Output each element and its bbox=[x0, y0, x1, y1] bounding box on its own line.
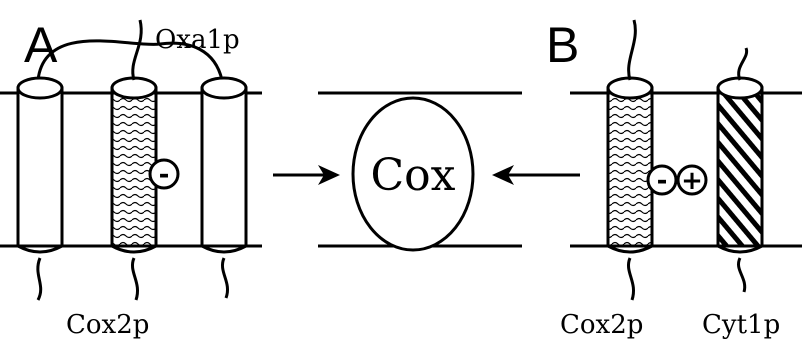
svg-text:-: - bbox=[657, 166, 668, 196]
oxa1p-loop bbox=[36, 39, 224, 81]
oxa1p-helix-left bbox=[16, 76, 64, 301]
panel-b-letter: B bbox=[546, 17, 579, 73]
cyt1p-helix bbox=[716, 47, 764, 293]
cox2p-label-a: Cox2p bbox=[66, 310, 149, 340]
svg-text:-: - bbox=[159, 160, 170, 190]
oxa1p-helix-right bbox=[200, 76, 248, 299]
cyt1p-label: Cyt1p bbox=[702, 310, 780, 340]
negative-charge-b: - bbox=[646, 164, 678, 196]
arrow-a-to-cox bbox=[273, 165, 340, 185]
negative-charge-a: - bbox=[148, 158, 180, 190]
cox-label: Cox bbox=[371, 150, 456, 201]
cox2p-label-b: Cox2p bbox=[560, 310, 643, 340]
panel-a-letter: A bbox=[24, 17, 58, 73]
cox2p-helix-a bbox=[110, 19, 158, 301]
positive-charge-b: + bbox=[676, 164, 708, 196]
oxa1p-label: Oxa1p bbox=[155, 25, 240, 55]
cox2p-helix-b bbox=[606, 19, 654, 301]
cox-complex-oval bbox=[351, 96, 475, 252]
arrow-b-to-cox bbox=[492, 165, 580, 185]
panel-a: A - bbox=[0, 17, 262, 340]
cox-complex-panel: Cox bbox=[318, 91, 522, 252]
panel-b: B - + Cox2p Cyt1p bbox=[546, 17, 802, 340]
svg-text:+: + bbox=[681, 166, 703, 196]
